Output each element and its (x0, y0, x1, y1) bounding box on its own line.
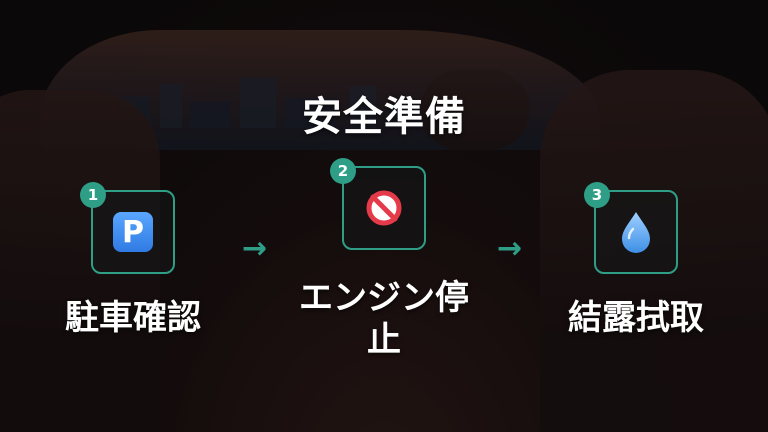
step-1-badge: 1 (80, 182, 106, 208)
step-3-badge: 3 (584, 182, 610, 208)
arrow-right-icon: → (497, 231, 523, 266)
parking-icon: P (113, 212, 153, 252)
step-1-card: P (91, 190, 175, 274)
step-2-card (342, 166, 426, 250)
step-1-label: 駐車確認 (65, 298, 201, 338)
step-2-badge: 2 (330, 158, 356, 184)
headrest (420, 70, 530, 150)
step-3-card (594, 190, 678, 274)
step-2-label-line2: 止 (367, 320, 401, 360)
no-entry-icon (366, 190, 402, 226)
step-3-label: 結露拭取 (568, 298, 704, 338)
arrow-right-icon: → (242, 231, 268, 266)
step-2-label-line1: エンジン停 (299, 278, 469, 318)
water-drop-icon (622, 212, 650, 253)
page-title: 安全準備 (302, 94, 466, 140)
